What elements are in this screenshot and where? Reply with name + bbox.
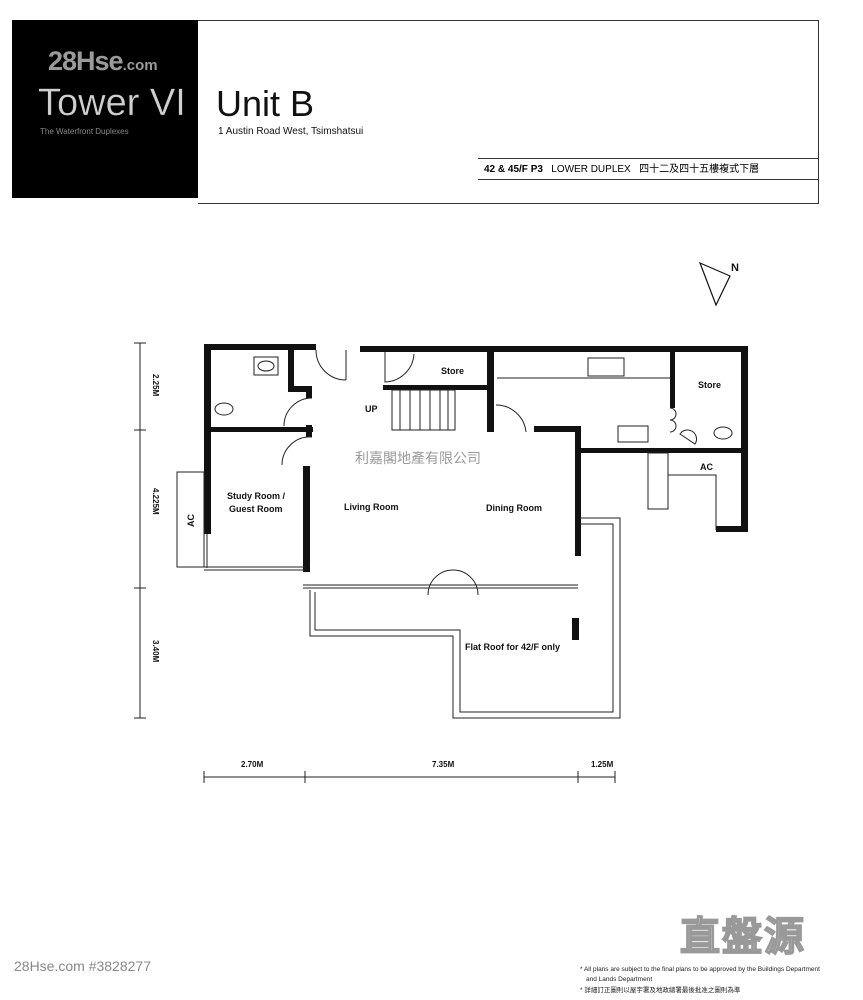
floor-bar: 42 & 45/F P3 LOWER DUPLEX 四十二及四十五樓複式下層 — [478, 158, 818, 180]
dim-v-2: 4.225M — [151, 488, 160, 515]
room-living: Living Room — [344, 502, 399, 512]
room-ac-left: AC — [186, 514, 196, 527]
room-flat-roof: Flat Roof for 42/F only — [465, 642, 561, 652]
note-en-2: and Lands Department — [586, 976, 653, 983]
floor-desc: LOWER DUPLEX — [551, 164, 631, 175]
agency-watermark: 利嘉閣地產有限公司 — [355, 450, 481, 466]
header-box — [198, 20, 819, 204]
note-en-1: * All plans are subject to the final pla… — [580, 966, 820, 973]
dim-h-3: 1.25M — [591, 760, 614, 769]
tower-subtitle: The Waterfront Duplexes — [40, 127, 129, 136]
walls — [204, 344, 748, 640]
room-store-1: Store — [441, 366, 465, 376]
floor-desc-cn: 四十二及四十五樓複式下層 — [639, 164, 760, 175]
north-arrow-icon — [698, 261, 731, 307]
dim-v-3: 3.40M — [151, 640, 160, 663]
dim-h-1: 2.70M — [241, 760, 264, 769]
unit-title: Unit B — [216, 83, 315, 124]
logo-watermark: 直盤源 — [679, 914, 806, 960]
brand-logo: 28Hse.com — [48, 48, 158, 79]
tower-title: Tower VI — [38, 82, 186, 124]
stairs-up-label: UP — [365, 404, 378, 414]
room-study-2: Guest Room — [229, 504, 283, 514]
floor-code: 42 & 45/F P3 — [484, 164, 543, 175]
dim-h-2: 7.35M — [432, 760, 455, 769]
north-label: N — [731, 262, 739, 274]
note-cn: * 詳細訂正圖則以屋宇署及地政總署最後批准之圖則為準 — [580, 987, 741, 994]
room-ac-right: AC — [700, 462, 713, 472]
room-study: Study Room / — [227, 491, 285, 501]
thin-lines — [134, 342, 733, 783]
listing-reference: 28Hse.com #3828277 — [14, 958, 151, 974]
brand-name: 28Hse — [48, 46, 124, 76]
room-store-2: Store — [698, 380, 722, 390]
brand-suffix: .com — [122, 57, 158, 74]
header-black-panel — [12, 20, 198, 198]
room-dining: Dining Room — [486, 503, 542, 513]
address: 1 Austin Road West, Tsimshatsui — [218, 126, 364, 137]
dim-v-1: 2.25M — [151, 374, 160, 397]
